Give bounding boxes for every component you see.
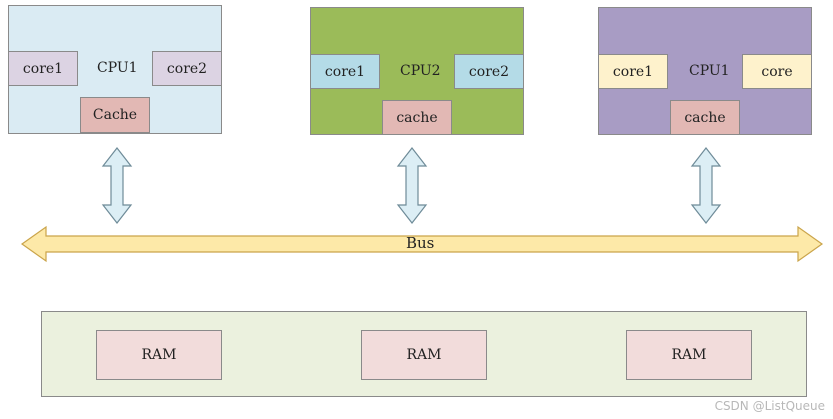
cpu1-core2-label: core2 — [166, 60, 208, 77]
ram-module-1-label: RAM — [141, 347, 177, 363]
cpu2-cache-label: cache — [396, 109, 438, 126]
cpu3-core1: core1 — [598, 54, 668, 89]
cpu1-cache-label: Cache — [92, 107, 138, 123]
cpu1-core1: core1 — [8, 51, 78, 86]
cpu2-core2: core2 — [454, 54, 524, 89]
cpu3-bus-connector-arrow — [690, 147, 722, 224]
ram-module-2-label: RAM — [406, 347, 442, 363]
cpu3-cache-label: cache — [684, 109, 726, 126]
cpu3-cache: cache — [670, 100, 740, 135]
cpu2-cache: cache — [382, 100, 452, 135]
bus-label: Bus — [406, 234, 435, 252]
cpu2-core1-label: core1 — [324, 63, 366, 80]
cpu3-core1-label: core1 — [612, 63, 654, 80]
cpu1-core1-label: core1 — [22, 60, 64, 77]
bus-arrow — [20, 225, 824, 263]
cpu2-title: CPU2 — [400, 63, 441, 79]
cpu1-title: CPU1 — [97, 60, 138, 76]
cpu2-bus-connector-arrow — [396, 147, 428, 224]
cpu3-title: CPU1 — [689, 63, 730, 79]
cpu3-core2-label: core — [761, 63, 793, 80]
cpu1-core2: core2 — [152, 51, 222, 86]
ram-module-2: RAM — [361, 330, 487, 380]
watermark: CSDN @ListQueue — [714, 399, 825, 413]
cpu2-core2-label: core2 — [468, 63, 510, 80]
ram-module-3: RAM — [626, 330, 752, 380]
cpu2-core1: core1 — [310, 54, 380, 89]
ram-module-1: RAM — [96, 330, 222, 380]
cpu1-bus-connector-arrow — [101, 147, 133, 224]
ram-module-3-label: RAM — [671, 347, 707, 363]
cpu1-cache: Cache — [80, 97, 150, 133]
cpu3-core2: core — [742, 54, 812, 89]
